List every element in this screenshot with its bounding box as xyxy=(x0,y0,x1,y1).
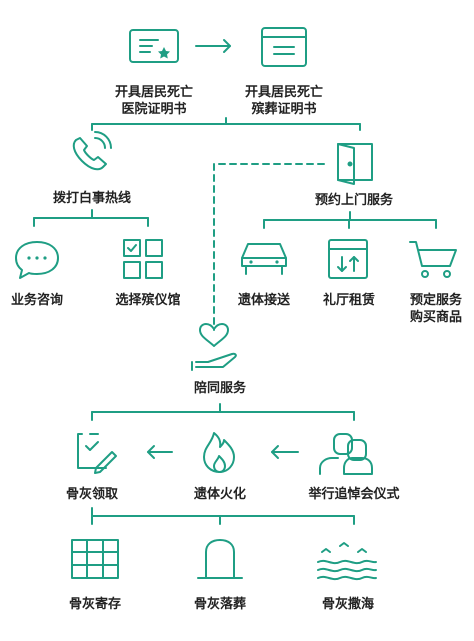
cremation-label: 遗体火化 xyxy=(193,487,247,502)
arrow-left-icon xyxy=(147,445,173,459)
accompany-label: 陪同服务 xyxy=(193,381,247,396)
ash-sea-label: 骨灰撒海 xyxy=(321,597,375,612)
hospital-certificate-line2: 医院证明书 xyxy=(121,102,187,117)
cremation-certificate-label: 开具居民死亡 殡葬证明书 xyxy=(245,84,323,118)
body-transport-label: 遗体接送 xyxy=(237,293,291,308)
preorder-line2: 购买商品 xyxy=(409,310,463,325)
connector-bottom xyxy=(91,507,355,525)
document-icon xyxy=(261,27,307,67)
flame-icon xyxy=(203,432,235,473)
hall-rental-label: 礼厅租赁 xyxy=(322,293,376,308)
car-icon xyxy=(241,243,287,275)
hotline-label: 拨打白事热线 xyxy=(52,191,132,206)
calendar-icon xyxy=(328,239,368,279)
ash-collect-label: 骨灰领取 xyxy=(65,487,119,502)
cremation-certificate-line2: 殡葬证明书 xyxy=(251,102,317,117)
certificate-icon xyxy=(129,29,179,63)
clipboard-pen-icon xyxy=(77,433,117,474)
connector-hotline xyxy=(33,209,149,227)
arrow-left-icon-2 xyxy=(271,445,299,459)
grid-icon xyxy=(123,239,163,279)
heart-hand-icon xyxy=(191,323,237,371)
people-icon xyxy=(319,433,373,475)
arrow-right-icon xyxy=(195,39,231,53)
home-service-label: 预约上门服务 xyxy=(314,193,394,208)
cabinet-icon xyxy=(71,539,119,579)
tombstone-icon xyxy=(197,539,243,579)
chat-icon xyxy=(15,241,59,279)
hospital-certificate-line1: 开具居民死亡 xyxy=(114,85,194,100)
cremation-certificate-line1: 开具居民死亡 xyxy=(244,85,324,100)
cart-icon xyxy=(409,241,457,278)
preorder-label: 预定服务 购买商品 xyxy=(410,292,462,326)
hospital-certificate-label: 开具居民死亡 医院证明书 xyxy=(115,84,193,118)
phone-icon xyxy=(72,131,112,171)
dashed-connector xyxy=(213,163,325,331)
connector-accompany xyxy=(91,403,355,421)
door-icon xyxy=(337,143,373,185)
sea-bird-icon xyxy=(317,542,377,581)
consult-label: 业务咨询 xyxy=(10,293,64,308)
connector-top xyxy=(91,117,361,131)
memorial-label: 举行追悼会仪式 xyxy=(308,487,400,502)
choose-parlor-label: 选择殡仪馆 xyxy=(115,293,181,308)
ash-storage-label: 骨灰寄存 xyxy=(68,597,122,612)
preorder-line1: 预定服务 xyxy=(409,293,463,308)
connector-home-service xyxy=(263,211,437,229)
ash-burial-label: 骨灰落葬 xyxy=(193,597,247,612)
